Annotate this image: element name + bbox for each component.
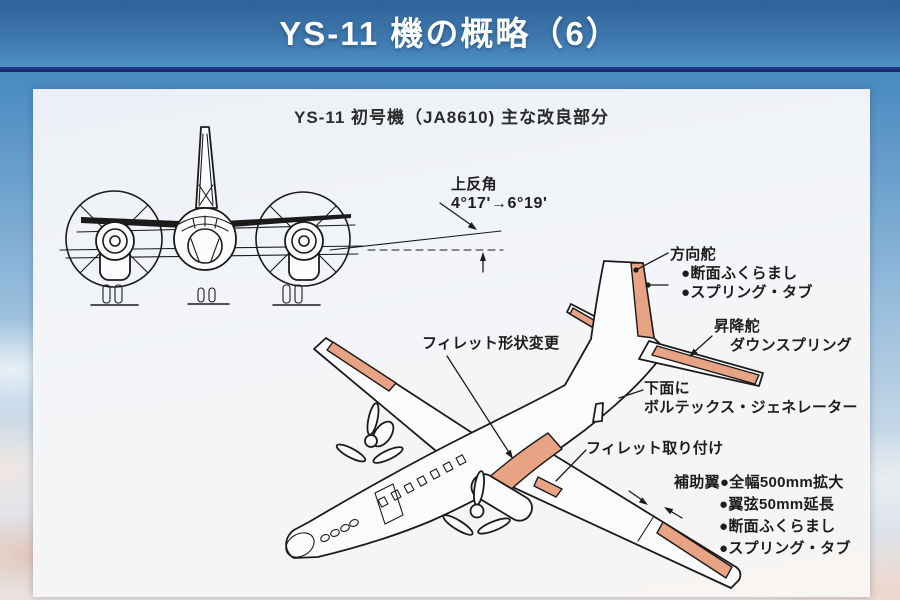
fillet-attach-label: フィレット取り付け [586,440,724,457]
propeller-disc-right [255,191,351,287]
aileron-first-line: 補助翼●全幅500mm拡大 [674,472,851,494]
dihedral-angle-lines [329,202,504,273]
cockpit-windows [320,518,359,543]
cabin-door [374,483,404,525]
right-propeller [335,402,404,464]
annotation-aileron: 補助翼●全幅500mm拡大 ●翼弦50mm延長 ●断面ふくらまし ●スプリング・… [674,472,851,560]
rudder-highlight [630,262,655,339]
front-view-drawing [59,126,504,306]
leader-lines [446,252,713,519]
dihedral-arrow-upper [439,202,475,228]
aileron-item: ●全幅500mm拡大 [719,474,844,491]
nose-radome [285,532,315,558]
aileron-highlight-right [326,341,397,392]
slide-header: YS-11 機の概略（6） [0,0,900,67]
fillet-attach-leader [555,449,587,482]
elevator-highlight-left [651,345,760,385]
antenna-blade [592,402,604,423]
vortex-line1: 下面に [644,380,690,397]
fillet-shape-label: フィレット形状変更 [422,335,560,352]
rudder-item: ●スプリング・タブ [681,284,813,301]
propeller-disc-left [65,190,163,288]
rudder-label: 方向舵 [670,246,716,263]
annotation-vortex-generator: 下面に ボルテックス・ジェネレーター [644,379,858,417]
diagram-panel: YS-11 初号機（JA8610) 主な改良部分 上反角 4°17'→6°19'… [33,89,870,597]
left-wing [507,446,742,589]
vortex-line2: ボルテックス・ジェネレーター [644,399,858,416]
aileron-label: 補助翼 [674,474,720,491]
landing-gear [90,284,321,306]
aileron-highlight-left [656,521,733,579]
dihedral-value: 4°17'→6°19' [451,195,548,212]
aileron-item: ●スプリング・タブ [719,540,851,557]
aileron-item: ●断面ふくらまし [719,518,836,535]
dihedral-label: 上反角 [451,176,497,193]
annotation-fillet-shape: フィレット形状変更 [422,334,559,353]
elevator-detail: ダウンスプリング [730,337,853,354]
perspective-view-drawing [285,252,764,589]
vortex-leader [618,389,644,399]
wing-fillet-highlight [477,432,563,496]
fillet-sliver-highlight [533,476,563,498]
fuselage-perspective [285,260,667,559]
diagram-title: YS-11 初号機（JA8610) 主な改良部分 [294,108,609,127]
rudder-item: ●断面ふくらまし [681,265,798,282]
annotation-elevator: 昇降舵 ダウンスプリング [714,317,852,355]
rudder-leader-1 [635,252,669,271]
header-divider-line [0,67,900,72]
elevator-label: 昇降舵 [714,318,760,335]
annotation-fillet-attach: フィレット取り付け [586,439,723,458]
slide-title: YS-11 機の概略（6） [279,15,621,52]
aileron-item: ●翼弦50mm延長 [719,496,835,513]
aircraft-diagram [59,126,764,589]
fillet-shape-arrow [446,355,511,455]
annotation-dihedral: 上反角 4°17'→6°19' [451,175,547,213]
left-propeller [442,470,533,536]
annotation-rudder: 方向舵 ●断面ふくらまし ●スプリング・タブ [670,245,813,302]
cabin-windows [377,454,467,508]
